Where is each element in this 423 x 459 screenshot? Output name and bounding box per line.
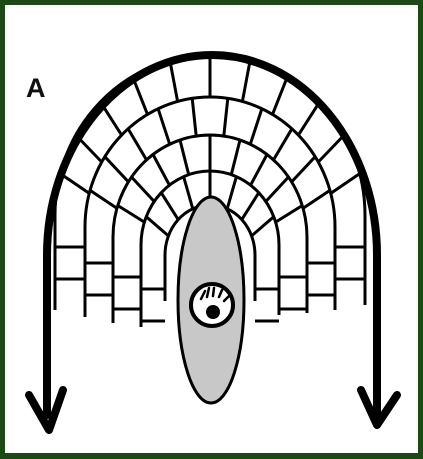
cell-wall bbox=[292, 157, 316, 182]
cell-wall bbox=[303, 190, 330, 208]
cell-wall bbox=[105, 157, 129, 182]
cell-wall bbox=[242, 193, 259, 220]
cell-wall bbox=[274, 129, 292, 160]
cell-wall bbox=[153, 155, 169, 186]
cell-wall bbox=[192, 98, 196, 136]
cell-wall bbox=[60, 174, 89, 194]
cell-wall bbox=[161, 193, 178, 220]
cell-wall bbox=[250, 109, 262, 145]
figure-panel: A bbox=[5, 5, 418, 453]
cell-wall bbox=[118, 206, 145, 223]
cell-wall bbox=[146, 217, 168, 236]
cell-wall bbox=[90, 190, 117, 208]
cell-wall bbox=[184, 177, 193, 209]
cell-wall bbox=[224, 98, 228, 136]
cell-wall bbox=[252, 217, 274, 236]
cell-wall bbox=[242, 61, 250, 102]
cell-wall bbox=[227, 177, 236, 209]
cell-wall bbox=[276, 206, 303, 223]
cell-wall bbox=[128, 129, 146, 160]
cell-wall bbox=[251, 155, 267, 186]
cell-wall bbox=[318, 135, 344, 162]
cell-wall bbox=[266, 177, 289, 202]
diagram-canvas bbox=[5, 5, 418, 453]
cell-wall bbox=[298, 102, 319, 135]
cell-wall bbox=[273, 76, 288, 114]
central-circle-icon bbox=[191, 284, 233, 326]
cell-wall bbox=[331, 174, 360, 194]
cell-wall bbox=[132, 177, 155, 202]
cell-wall bbox=[231, 140, 240, 175]
cell-wall bbox=[158, 109, 170, 145]
cell-wall bbox=[180, 140, 189, 175]
cell-wall bbox=[170, 61, 178, 102]
